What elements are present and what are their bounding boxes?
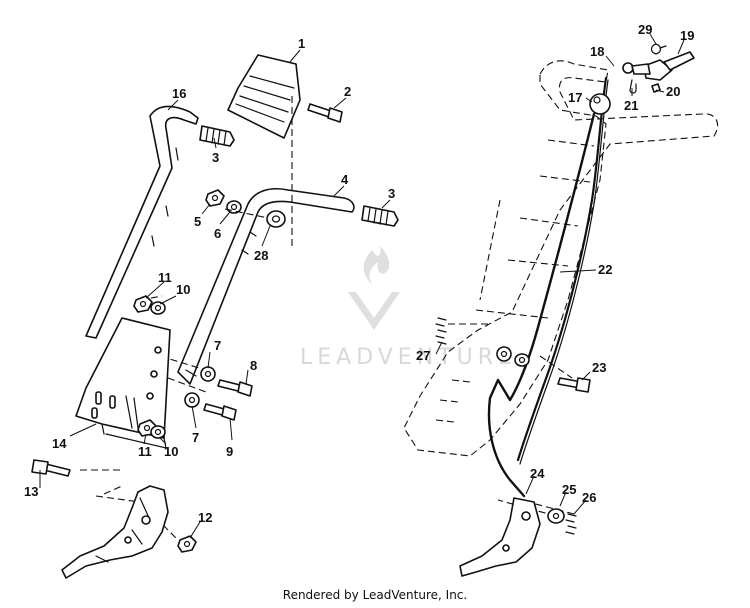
callout-8: 8 [250,358,257,373]
part-17-knob [589,93,611,115]
callout-9: 9 [226,444,233,459]
part-13-bolt [31,459,71,477]
callout-3b: 3 [388,186,395,201]
callout-11: 11 [158,270,172,285]
part-27-spring [435,317,447,345]
callout-7b: 7 [192,430,199,445]
lower-bracket-right [459,497,541,577]
callout-29: 29 [638,22,652,37]
watermark-text: LEADVENTURE [300,345,517,370]
part-10-washer-lower [150,425,166,439]
part-26-spring [565,513,577,535]
part-12-nut [177,535,197,553]
lower-bracket-left [61,485,169,579]
part-7-washer-upper [200,366,216,382]
part-19-control-lever [622,51,695,81]
callout-18: 18 [590,44,604,59]
callout-6: 6 [214,226,221,241]
callout-10b: 10 [164,444,178,459]
part-29-clip [650,43,667,55]
callout-17: 17 [568,90,582,105]
handle-outline-dashed [403,60,719,457]
callout-16: 16 [172,86,186,101]
callout-1: 1 [298,36,305,51]
part-6-washer [226,200,242,214]
callout-27: 27 [416,348,430,363]
callout-13: 13 [24,484,38,499]
callout-19: 19 [680,28,694,43]
callout-10: 10 [176,282,190,297]
callout-4: 4 [341,172,349,187]
part-11-nut-upper [133,295,153,313]
leadventure-flame-logo-icon [348,246,400,330]
callout-23: 23 [592,360,606,375]
callout-25: 25 [562,482,576,497]
part-7-washer-lower [184,392,200,408]
part-22-control-cable [516,76,608,462]
callout-3: 3 [212,150,219,165]
part-4-handle-right [177,188,355,385]
part-1-shield [227,54,301,139]
part-16-handle-left [85,105,199,339]
render-credit: Rendered by LeadVenture, Inc. [282,588,468,602]
part-3-grip-left [199,125,235,147]
callout-22: 22 [598,262,612,277]
part-28-washer [266,210,286,228]
part-23-bolt [557,377,591,393]
callout-2: 2 [344,84,351,99]
callout-24: 24 [530,466,545,481]
part-5-nut [205,189,225,207]
callout-12: 12 [198,510,212,525]
callout-7: 7 [214,338,221,353]
part-9-bolt [203,403,237,421]
callout-20: 20 [666,84,680,99]
part-21-spring-clip [629,79,637,94]
part-10-washer-upper [150,301,166,315]
control-rod [487,112,596,498]
part-25-washer [547,508,565,524]
callout-11b: 11 [138,444,152,459]
callout-21: 21 [624,98,638,113]
part-3-grip-right [361,205,399,227]
callout-14: 14 [52,436,67,451]
callout-5: 5 [194,214,201,229]
part-2-bolt [307,103,343,123]
callout-26: 26 [582,490,596,505]
callout-28: 28 [254,248,268,263]
part-8-bolt [217,379,253,397]
